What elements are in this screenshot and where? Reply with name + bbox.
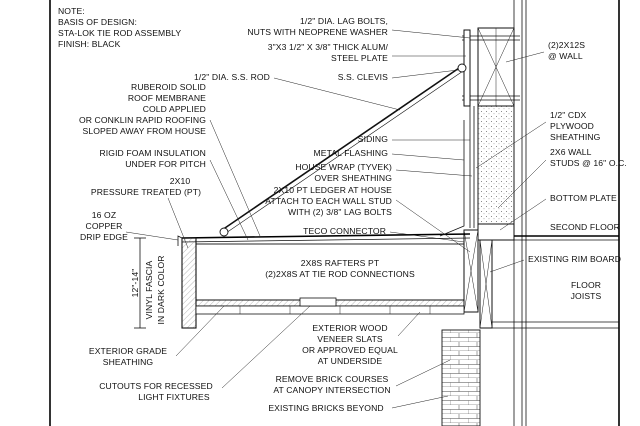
wall-stud-cavity (477, 105, 515, 225)
label-cdx: SHEATHING (550, 132, 601, 142)
label-brick-courses: AT CANOPY INTERSECTION (273, 385, 390, 395)
house-wall (441, 0, 619, 426)
label-membrane: COLD APPLIED (143, 104, 206, 114)
label-pt-2x10: PRESSURE TREATED (PT) (91, 187, 201, 197)
label-membrane: RUBEROID SOLID (131, 82, 206, 92)
pt-2x10-fascia (181, 237, 197, 329)
label-drip-edge: COPPER (86, 221, 123, 231)
label-ledger: 2X10 PT LEDGER AT HOUSE (274, 185, 393, 195)
veneer-slats (195, 305, 465, 315)
label-membrane: SLOPED AWAY FROM HOUSE (83, 126, 207, 136)
label-alum-plate: 3"X3 1/2" X 3/8" THICK ALUM/ (268, 42, 389, 52)
label-rim-board: EXISTING RIM BOARD (528, 254, 621, 264)
label-veneer: AT UNDERSIDE (318, 356, 383, 366)
callouts: 1/2" DIA. LAG BOLTS, NUTS WITH NEOPRENE … (79, 16, 627, 413)
label-ss-rod: 1/2" DIA. S.S. ROD (194, 72, 270, 82)
label-floor-joists: JOISTS (571, 291, 602, 301)
label-membrane: ROOF MEMBRANE (128, 93, 206, 103)
label-alum-plate: STEEL PLATE (331, 53, 388, 63)
label-brick-courses: REMOVE BRICK COURSES (276, 374, 389, 384)
note-line: BASIS OF DESIGN: (58, 17, 137, 27)
label-lag-bolts: NUTS WITH NEOPRENE WASHER (247, 27, 388, 37)
label-fascia: IN DARK COLOR (156, 255, 166, 324)
label-membrane: OR CONKLIN RAPID ROOFING (79, 115, 206, 125)
clevis (457, 63, 467, 73)
label-rafters: (2)2X8S AT TIE ROD CONNECTIONS (265, 269, 415, 279)
label-cdx: PLYWOOD (550, 121, 594, 131)
label-bricks-beyond: EXISTING BRICKS BEYOND (268, 403, 383, 413)
light-cutout (299, 297, 337, 307)
tie-rod (221, 65, 463, 231)
label-veneer: OR APPROVED EQUAL (302, 345, 398, 355)
label-lag-bolts: 1/2" DIA. LAG BOLTS, (300, 16, 388, 26)
label-ledger: WITH (2) 3/8" LAG BOLTS (288, 207, 392, 217)
label-rafters: 2X8S RAFTERS PT (301, 258, 380, 268)
label-drip-edge: 16 OZ (92, 210, 116, 220)
label-ss-clevis: S.S. CLEVIS (338, 72, 388, 82)
rod-end-bracket (219, 227, 229, 237)
label-metal-flashing: METAL FLASHING (314, 148, 389, 158)
label-ledger: ATTACH TO EACH WALL STUD (265, 196, 392, 206)
label-siding: SIDING (358, 134, 388, 144)
label-wall-studs: 2X6 WALL (550, 147, 592, 157)
label-foam: RIGID FOAM INSULATION (99, 148, 206, 158)
label-house-wrap: OVER SHEATHING (314, 173, 392, 183)
label-cutouts: LIGHT FIXTURES (138, 392, 210, 402)
label-second-floor: SECOND FLOOR (550, 222, 620, 232)
label-wall-2x12: (2)2X12S (548, 40, 585, 50)
label-cdx: 1/2" CDX (550, 110, 586, 120)
note-block: NOTE: BASIS OF DESIGN: STA-LOK TIE ROD A… (58, 6, 181, 49)
note-line: STA-LOK TIE ROD ASSEMBLY (58, 28, 181, 38)
label-house-wrap: HOUSE WRAP (TYVEK) (295, 162, 392, 172)
label-floor-joists: FLOOR (571, 280, 601, 290)
label-ext-sheathing: EXTERIOR GRADE (89, 346, 167, 356)
label-teco: TECO CONNECTOR (303, 226, 386, 236)
note-line: NOTE: (58, 6, 85, 16)
label-wall-studs: STUDS @ 16" O.C. (550, 158, 627, 168)
bottom-plate (477, 223, 515, 241)
label-ext-sheathing: SHEATHING (103, 357, 154, 367)
label-pt-2x10: 2X10 (170, 176, 191, 186)
label-bottom-plate: BOTTOM PLATE (550, 193, 617, 203)
label-veneer: EXTERIOR WOOD (312, 323, 387, 333)
label-drip-edge: DRIP EDGE (80, 232, 128, 242)
existing-brick (441, 329, 481, 426)
label-veneer: VENEER SLATS (317, 334, 383, 344)
label-fascia-dim: 12"-14" (130, 269, 140, 298)
label-wall-2x12: @ WALL (548, 51, 583, 61)
label-cutouts: CUTOUTS FOR RECESSED (99, 381, 213, 391)
label-fascia: VINYL FASCIA (144, 260, 154, 319)
label-foam: UNDER FOR PITCH (125, 159, 206, 169)
note-line: FINISH: BLACK (58, 39, 121, 49)
